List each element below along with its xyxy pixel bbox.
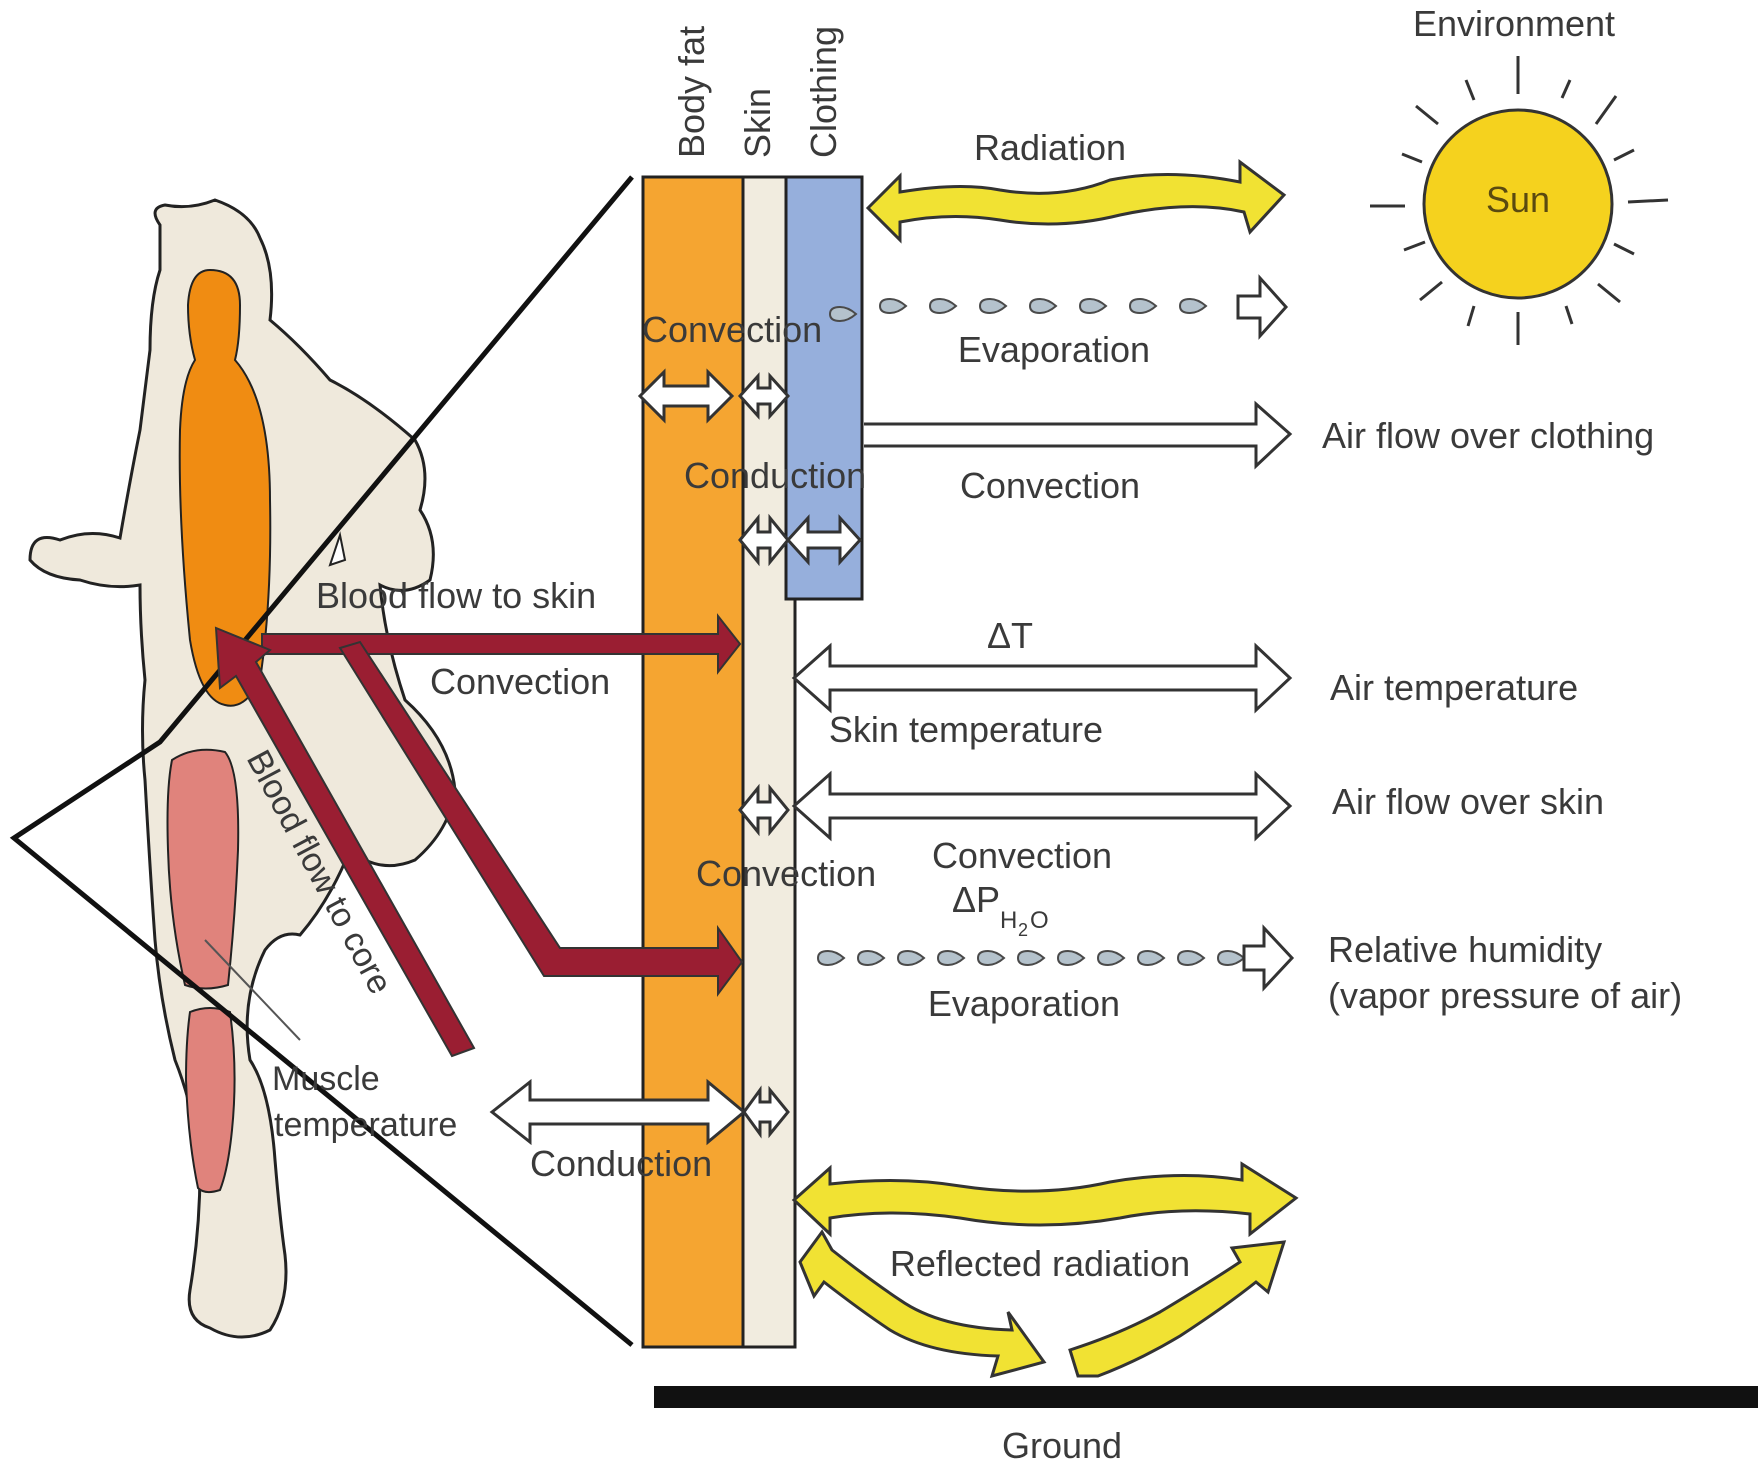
skin-label: Skin	[737, 88, 778, 158]
air-flow-skin-arrow	[794, 774, 1290, 838]
evaporation-droplets-bottom	[818, 951, 1244, 965]
ground-bar	[654, 1386, 1758, 1408]
delta-p-sub-o: O	[1030, 907, 1049, 934]
delta-p-sub-2: 2	[1018, 920, 1028, 940]
evaporation-label-top: Evaporation	[958, 329, 1150, 370]
radiation-arrow	[868, 162, 1284, 240]
leg-muscle-lower	[186, 1008, 235, 1192]
reflected-radiation-label: Reflected radiation	[890, 1243, 1190, 1284]
radiation-label: Radiation	[974, 127, 1126, 168]
leg-muscle-upper	[168, 750, 239, 989]
convection-label-top: Convection	[642, 309, 822, 350]
blood-flow-skin-label: Blood flow to skin	[316, 575, 596, 616]
sun-label: Sun	[1486, 179, 1550, 220]
skin-temperature-label: Skin temperature	[829, 709, 1103, 750]
clothing-label: Clothing	[803, 26, 844, 158]
reflected-radiation-horizontal	[794, 1164, 1296, 1234]
delta-p-h2o-label: ΔP H 2 O	[952, 879, 1049, 940]
vapor-pressure-label: (vapor pressure of air)	[1328, 975, 1682, 1016]
body-fat-label: Body fat	[671, 26, 712, 158]
evaporation-label-bottom: Evaporation	[928, 983, 1120, 1024]
human-figure	[30, 200, 455, 1337]
ground-label: Ground	[1002, 1425, 1122, 1466]
evaporation-droplets-top	[830, 299, 1206, 321]
evaporation-arrow-top	[1238, 278, 1286, 336]
environment-label: Environment	[1413, 3, 1615, 44]
relative-humidity-label: Relative humidity	[1328, 929, 1602, 970]
air-flow-clothing-label: Air flow over clothing	[1322, 415, 1654, 456]
air-flow-clothing-arrow	[864, 404, 1290, 466]
convection-clothing-label: Convection	[960, 465, 1140, 506]
muscle-label: Muscle	[272, 1060, 380, 1098]
conduction-label-bottom: Conduction	[530, 1143, 712, 1184]
conduction-label-mid: Conduction	[684, 455, 866, 496]
air-temperature-label: Air temperature	[1330, 667, 1578, 708]
delta-t-label: ΔT	[987, 615, 1033, 656]
delta-p-sub-h: H	[1000, 907, 1017, 934]
delta-p-label: ΔP	[952, 879, 1000, 920]
air-temperature-arrow	[794, 646, 1290, 710]
air-flow-skin-label: Air flow over skin	[1332, 781, 1604, 822]
convection-label-body: Convection	[430, 661, 610, 702]
convection-label-skin-inner: Convection	[696, 853, 876, 894]
evaporation-arrow-bottom	[1244, 928, 1292, 988]
muscle-temperature-label: temperature	[274, 1106, 457, 1144]
convection-label-skin-outer: Convection	[932, 835, 1112, 876]
